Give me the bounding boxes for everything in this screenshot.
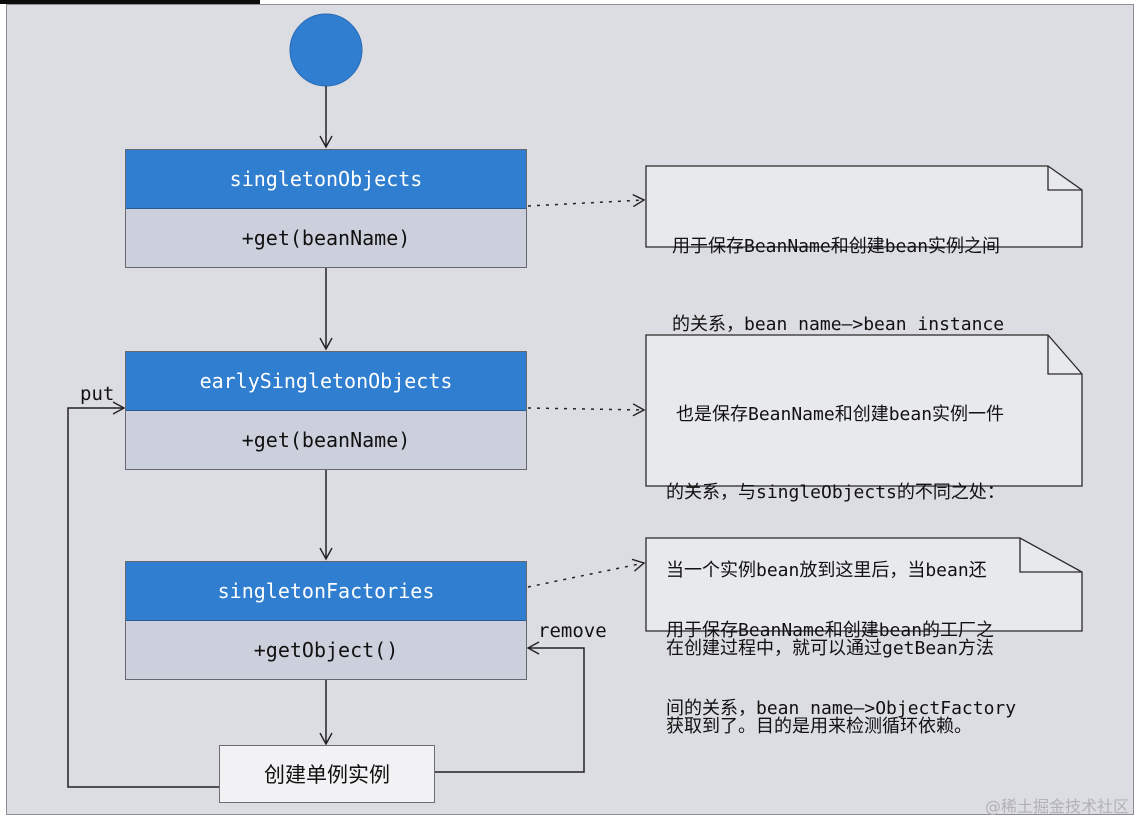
note-line: 当一个实例bean放到这里后，当bean还: [666, 560, 987, 581]
note-line: 在创建过程中，就可以通过getBean方法: [666, 638, 994, 659]
note-line: 获取到了。目的是用来检测循环依赖。: [666, 716, 972, 737]
class-singleton-factories: singletonFactories +getObject(): [125, 561, 527, 680]
watermark: @稀土掘金技术社区: [984, 797, 1129, 816]
note-early-singleton-objects: 也是保存BeanName和创建bean实例一件 的关系，与singleObjec…: [646, 342, 1082, 774]
class-method: +get(beanName): [241, 226, 411, 250]
note-singleton-factories: 用于保存BeanName和创建bean的工厂之 间的关系，bean name—>…: [646, 558, 1082, 756]
note-line: 也是保存BeanName和创建bean实例一件: [676, 404, 1005, 425]
create-singleton-instance-box: 创建单例实例: [219, 745, 435, 803]
class-name: earlySingletonObjects: [126, 352, 526, 411]
class-name: singletonFactories: [126, 562, 526, 621]
note-line: 的关系，bean name—>bean instance: [672, 314, 1005, 335]
note-singleton-objects: 用于保存BeanName和创建bean实例之间 的关系，bean name—>b…: [646, 174, 1082, 372]
class-method: +get(beanName): [241, 428, 411, 452]
remove-label: remove: [538, 620, 607, 642]
note-line: 的关系，与singleObjects的不同之处：: [666, 482, 1005, 503]
note-line: 用于保存BeanName和创建bean的工厂之: [666, 620, 995, 641]
class-singleton-objects: singletonObjects +get(beanName): [125, 149, 527, 268]
class-early-singleton-objects: earlySingletonObjects +get(beanName): [125, 351, 527, 470]
note-line: 用于保存BeanName和创建bean实例之间: [672, 236, 1001, 257]
put-label: put: [80, 383, 115, 405]
top-border-strip: [0, 0, 260, 4]
class-name: singletonObjects: [126, 150, 526, 209]
class-method: +getObject(): [253, 638, 399, 662]
note-line: 间的关系，bean name—>ObjectFactory: [666, 698, 1017, 719]
